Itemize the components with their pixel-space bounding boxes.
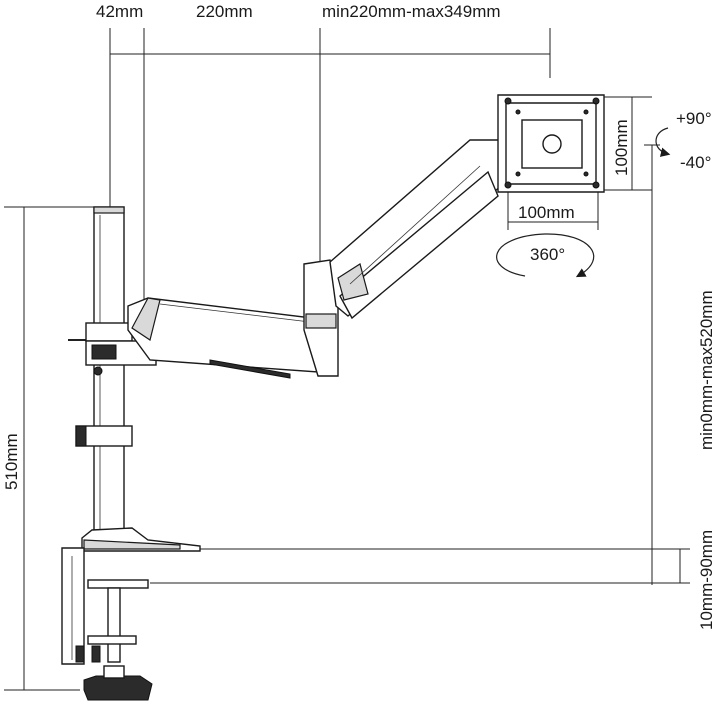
tilt-down-label: -40° <box>680 153 711 172</box>
desk-thickness-label: 10mm-90mm <box>697 530 716 630</box>
elbow-joint <box>303 259 339 377</box>
vesa-height-label: 100mm <box>612 119 631 176</box>
first-arm-length-label: 220mm <box>196 2 253 21</box>
first-arm <box>127 297 319 379</box>
clamp-offset-label: 42mm <box>96 2 143 21</box>
pole <box>75 206 133 543</box>
desk-clamp <box>61 547 153 701</box>
pole-height-label: 510mm <box>2 433 21 490</box>
dimension-lines <box>4 28 690 691</box>
tilt-indicator: +90° -40° <box>655 109 712 172</box>
height-adjust-label: min0mm-max520mm <box>697 290 716 450</box>
vesa-width-label: 100mm <box>518 203 575 222</box>
swivel-label: 360° <box>530 245 565 264</box>
second-arm-length-label: min220mm-max349mm <box>322 2 501 21</box>
tilt-up-label: +90° <box>676 109 712 128</box>
vesa-plate <box>497 94 605 193</box>
second-arm <box>329 139 509 320</box>
base-plate <box>81 527 201 552</box>
swivel-indicator: 360° <box>496 233 595 278</box>
